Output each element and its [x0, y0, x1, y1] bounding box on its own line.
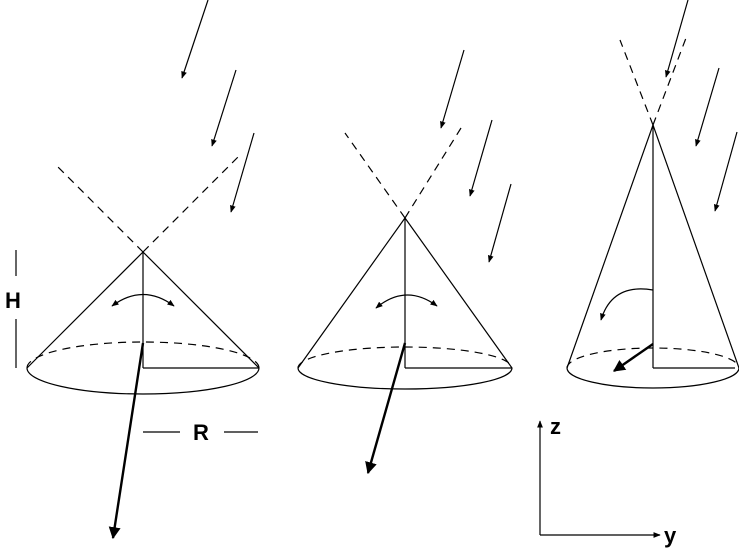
cone-1-side-right	[142, 251, 260, 369]
cone-2-side-right	[404, 217, 513, 369]
cone-3-dashed-extension-left	[619, 39, 654, 126]
incoming-ray	[469, 119, 493, 197]
cone-2	[297, 127, 513, 475]
cone-3-base-front	[566, 367, 739, 389]
cone-2-base-front	[297, 367, 513, 390]
cone-1-dashed-extension-right	[142, 156, 239, 253]
cone-2-rotation-arrow	[375, 294, 438, 309]
incoming-ray	[695, 67, 720, 147]
cone-3-side-left	[566, 124, 654, 369]
cone-2-output-vector	[365, 342, 407, 475]
cone-3	[566, 37, 739, 389]
cone-1-dashed-extension-left	[57, 166, 144, 253]
cone-1-base-front	[26, 367, 260, 395]
incoming-ray	[440, 49, 465, 129]
cone-1-side-left	[26, 251, 144, 369]
cone-2-dashed-extension-left	[344, 132, 406, 219]
cone-3-side-right	[652, 124, 739, 369]
radius-label: R	[193, 420, 209, 445]
incoming-ray	[713, 131, 738, 212]
incoming-ray	[665, 0, 689, 78]
incoming-ray	[181, 0, 209, 79]
cone-3-dashed-extension-right	[652, 37, 687, 126]
cone-2-dashed-extension-right	[404, 127, 462, 219]
incoming-ray	[211, 69, 237, 147]
incoming-ray	[230, 132, 255, 213]
cone-1-rotation-arrow	[111, 294, 175, 307]
z-axis-label: z	[550, 414, 561, 439]
cone-2-side-left	[297, 217, 406, 369]
incoming-ray	[487, 183, 512, 263]
cone-3-output-vector	[613, 343, 654, 372]
cone-1-base-back	[26, 341, 260, 369]
height-label: H	[5, 288, 21, 313]
cone-1	[26, 156, 260, 540]
y-axis-label: y	[664, 523, 677, 548]
cone-1-output-vector	[108, 342, 145, 540]
cone-3-rotation-arrow	[600, 288, 654, 321]
